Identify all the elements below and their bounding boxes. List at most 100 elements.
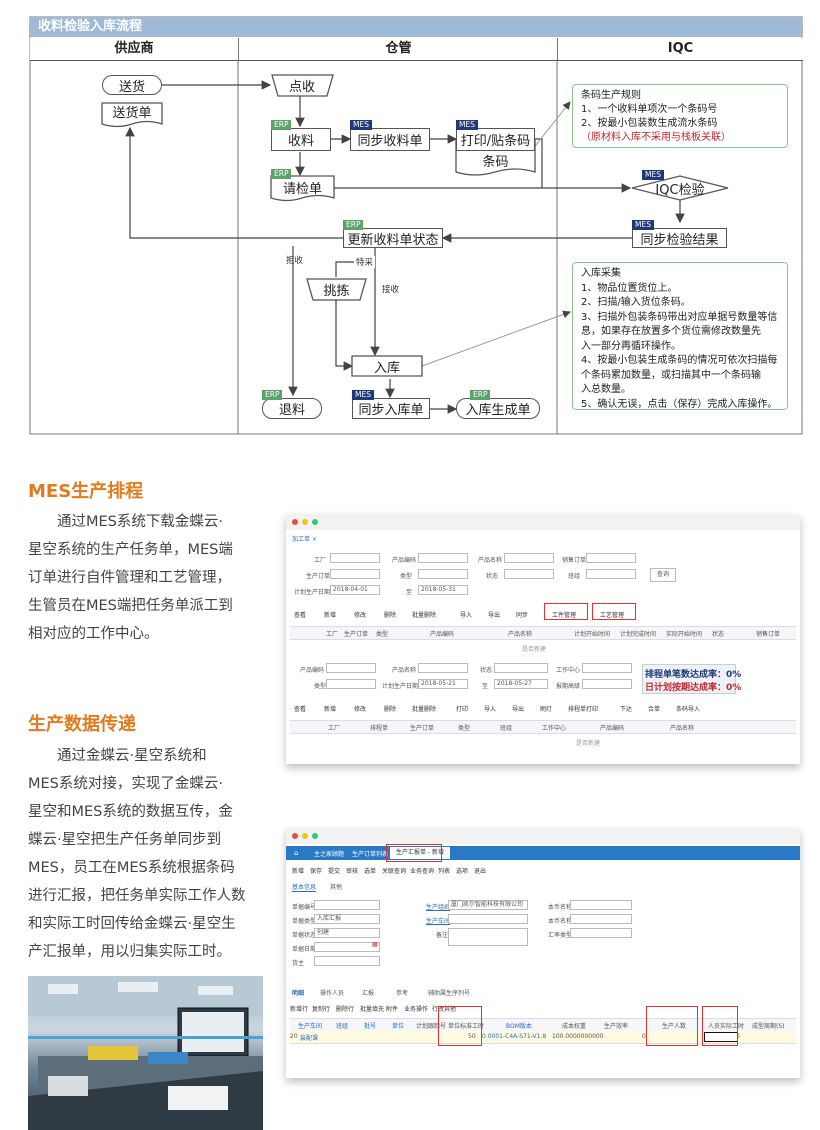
refresh-button[interactable]: 刷灯 [540,706,553,713]
currency-input[interactable] [570,914,632,924]
detail-menu[interactable]: 业务操作 [404,1006,429,1013]
product-name-input[interactable] [418,663,468,673]
rate-type-input[interactable] [570,928,632,938]
tab-work-order[interactable]: 加工单 × [292,536,317,543]
add-button[interactable]: 新增 [324,612,337,619]
view-button[interactable]: 查看 [294,612,307,619]
process-manage-button[interactable]: 工艺管理 [600,612,625,619]
add-button[interactable]: 新增 [324,706,337,713]
doc-type-select[interactable]: 入库汇报 [314,914,380,924]
batch-delete-button[interactable]: 批量删除 [412,612,437,619]
delete-button[interactable]: 删除 [384,612,397,619]
detail-tab[interactable]: 汇报 [362,990,375,997]
team-select[interactable] [586,569,636,579]
merge-button[interactable]: 合单 [648,706,661,713]
detail-menu[interactable]: 批量填充 [360,1006,385,1013]
detail-tab[interactable]: 明细 [292,990,305,997]
currency-input[interactable] [570,900,632,910]
type-select[interactable] [326,679,376,689]
type-select[interactable] [418,569,468,579]
view-button[interactable]: 查看 [294,706,307,713]
menu-list[interactable]: 列表 [438,868,451,875]
detail-tab[interactable]: 参考 [396,990,409,997]
date-from-input[interactable]: 2018-05-21 [418,679,468,689]
delete-button[interactable]: 删除 [384,706,397,713]
status-select[interactable] [504,569,554,579]
sales-order-input[interactable] [586,553,636,563]
print-button[interactable]: 打印 [456,706,469,713]
release-button[interactable]: 下达 [620,706,633,713]
menu-submit[interactable]: 提交 [328,868,341,875]
import-button[interactable]: 导入 [484,706,497,713]
detail-menu[interactable]: 行改其他 [432,1006,457,1013]
para-line: 相对应的工作中心。 [28,626,159,642]
detail-menu[interactable]: 复制行 [312,1006,331,1013]
owner-select[interactable] [314,956,380,966]
menu-exit[interactable]: 退出 [474,868,487,875]
work-center-select[interactable] [582,663,632,673]
workshop-input[interactable] [448,914,528,924]
doc-date-input[interactable] [314,942,380,952]
product-code-input[interactable] [326,663,376,673]
tab-home[interactable]: 主之家顾题 [314,851,345,858]
menu-save[interactable]: 保存 [310,868,323,875]
tab-order-list[interactable]: 生产订单列表 [352,851,389,858]
note-stockin-item: 息，如果存在放置多个货位需修改数量先 [581,326,761,337]
home-icon[interactable]: ⌂ [294,849,299,857]
note-stockin-item: 5、确认无误，点击（保存）完成入库操作。 [581,398,778,410]
export-button[interactable]: 导出 [488,612,501,619]
edit-button[interactable]: 修改 [354,612,367,619]
filter-label: 产品名称 [392,667,417,674]
para-line: 星空系统的生产任务单，MES端 [28,542,233,558]
remark-input[interactable] [448,928,528,946]
window-titlebar [286,514,800,530]
workshop-photo [28,976,263,1130]
menu-business-query[interactable]: 业务查询 [410,868,435,875]
menu-related-query[interactable]: 关联查询 [382,868,407,875]
edit-button[interactable]: 修改 [354,706,367,713]
factory-select[interactable] [330,553,380,563]
schedule-print-button[interactable]: 排程单打印 [568,706,599,713]
filter-label: 至 [406,589,413,596]
box-count: 点收 [288,79,315,95]
menu-select[interactable]: 选单 [364,868,377,875]
batch-delete-button[interactable]: 批量删除 [412,706,437,713]
subtab-basic[interactable]: 基本信息 [292,884,317,892]
period-select[interactable] [582,679,632,689]
doc-status-select[interactable]: 创建 [314,928,380,938]
detail-tab[interactable]: 辅助属生序列号 [428,990,471,997]
detail-menu[interactable]: 删除行 [336,1006,355,1013]
form-link[interactable]: 生产组织 [426,904,451,911]
menu-new[interactable]: 新增 [292,868,305,875]
filter-label: 至 [482,683,489,690]
detail-menu[interactable]: 新增行 [290,1006,309,1013]
highlight-actual-hours [702,1006,738,1046]
export-button[interactable]: 导出 [512,706,525,713]
doc-number-input[interactable] [314,900,380,910]
org-input[interactable]: 厦门凯尔智能科技有限公司 [448,900,528,910]
filter-label: 产品编码 [300,667,325,674]
note-stockin-item: 4、按最小包装生成条码的情况可依次扫描每 [581,355,778,366]
sync-button[interactable]: 同步 [516,612,529,619]
screenshot-mes-scheduling: 加工单 × 工厂 产品编码 产品名称 销售订单 生产订单 类型 状态 班组 计划… [286,514,800,764]
date-to-input[interactable]: 2018-05-31 [418,585,468,595]
form-link[interactable]: 生产车间 [426,918,451,925]
detail-menu[interactable]: 附件 [386,1006,399,1013]
part-manage-button[interactable]: 工件管理 [552,612,577,619]
product-code-input[interactable] [418,553,468,563]
date-to-input[interactable]: 2018-05-27 [494,679,548,689]
menu-options[interactable]: 选项 [456,868,469,875]
menu-audit[interactable]: 审核 [346,868,359,875]
status-select[interactable] [494,663,548,673]
production-order-input[interactable] [330,569,380,579]
subtab-other[interactable]: 其他 [330,884,343,891]
product-name-input[interactable] [504,553,554,563]
import-button[interactable]: 导入 [460,612,473,619]
detail-tab[interactable]: 操作人员 [320,990,345,997]
query-button[interactable]: 查询 [650,568,676,582]
table-row[interactable]: 20 装配课 50 0.0001-C4A-S71-V1.8 100.000000… [290,1031,796,1044]
barcode-import-button[interactable]: 条码导入 [676,706,701,713]
date-from-input[interactable]: 2018-04-01 [330,585,380,595]
tab-report-new[interactable]: 生产汇报单 - 新增 [390,847,450,859]
calendar-icon[interactable]: ▦ [372,941,378,948]
